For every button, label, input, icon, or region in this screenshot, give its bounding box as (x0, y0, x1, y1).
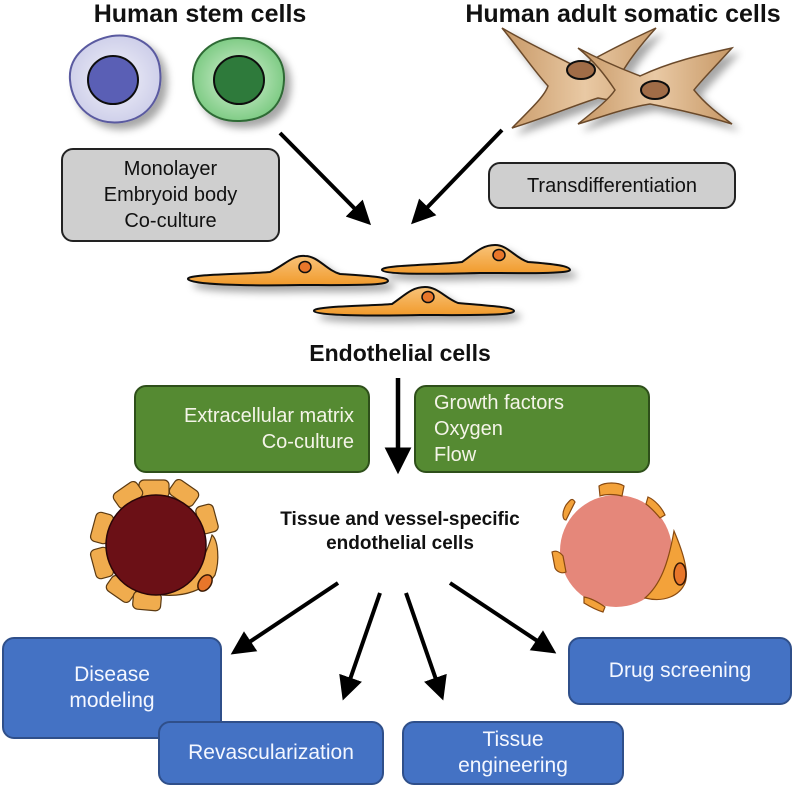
title-specific-line-2: endothelial cells (326, 533, 474, 554)
factor-oxygen: Oxygen (434, 418, 503, 440)
somatic-methods-box: Transdifferentiation (488, 162, 736, 209)
arrow-to-tissue-engineering (404, 592, 447, 701)
arrow-to-drug-screening (448, 581, 557, 654)
drug-line-1: Drug screening (608, 659, 752, 682)
factor-extracellular-matrix: Extracellular matrix (183, 405, 354, 427)
title-endothelial-cells: Endothelial cells (309, 340, 491, 366)
stem-cell-green-icon (191, 36, 286, 123)
method-monolayer: Monolayer (123, 158, 218, 180)
factor-flow: Flow (434, 444, 477, 466)
disease-line-1: Disease (74, 663, 150, 686)
method-transdifferentiation: Transdifferentiation (526, 174, 698, 197)
application-revascularization: Revascularization (158, 721, 384, 785)
application-drug-screening: Drug screening (568, 637, 792, 705)
arrow-to-revascularization (339, 592, 382, 701)
arrow-stem-to-endothelial (278, 131, 372, 226)
arrow-to-disease-modeling (230, 581, 340, 655)
factor-growth-factors: Growth factors (434, 392, 565, 414)
title-specific-line-1: Tissue and vessel-specific (280, 509, 520, 530)
factors-right-box: Growth factors Oxygen Flow (414, 385, 650, 473)
method-embryoid-body: Embryoid body (103, 184, 238, 206)
endothelial-cells-icon (186, 243, 572, 317)
arrow-somatic-to-endothelial (411, 128, 504, 225)
tissue-line-1: Tissue (482, 728, 544, 751)
stem-cell-blue-icon (68, 34, 162, 124)
factor-co-culture: Co-culture (261, 431, 354, 453)
title-stem-cells: Human stem cells (93, 0, 307, 28)
vessel-light-icon (551, 482, 687, 613)
title-somatic-cells: Human adult somatic cells (465, 0, 781, 28)
application-tissue-engineering: Tissue engineering (402, 721, 624, 785)
tissue-line-2: engineering (458, 754, 568, 777)
title-specific-endothelial: Tissue and vessel-specific endothelial c… (230, 508, 570, 556)
method-co-culture: Co-culture (124, 210, 217, 232)
somatic-cell-icon (501, 27, 735, 129)
disease-line-2: modeling (69, 689, 155, 712)
vessel-dark-icon (89, 478, 219, 612)
revasc-line-1: Revascularization (188, 741, 354, 764)
factors-left-box: Extracellular matrix Co-culture (134, 385, 370, 473)
stem-methods-box: Monolayer Embryoid body Co-culture (61, 148, 280, 242)
